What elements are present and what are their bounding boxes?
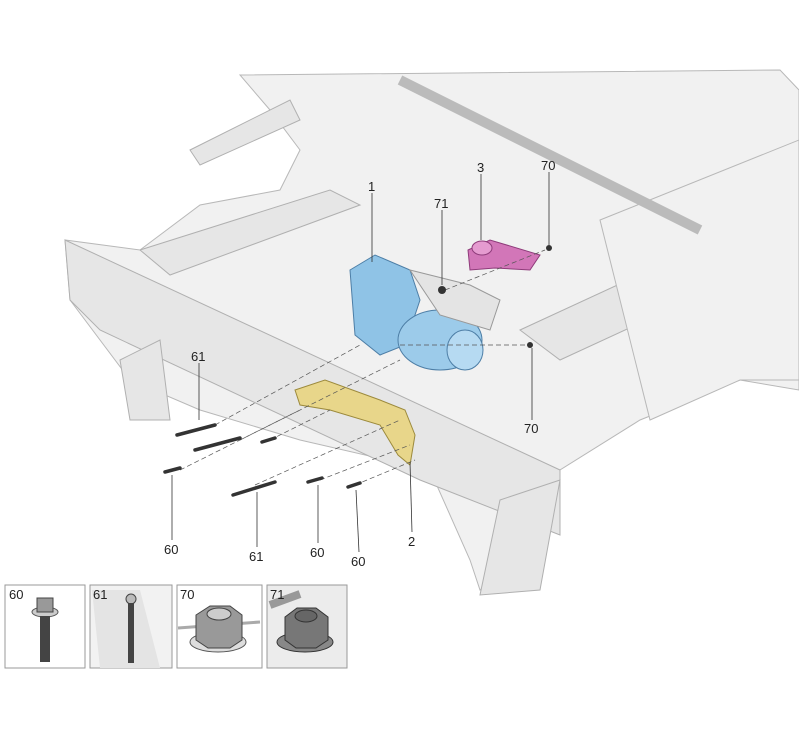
inset-61: 61 <box>89 584 173 669</box>
pink-mount <box>467 239 541 271</box>
bolts <box>163 245 552 497</box>
inset-label: 61 <box>93 587 107 602</box>
callout-61-bottom: 61 <box>249 549 263 564</box>
inset-71: 71 <box>266 584 348 669</box>
inset-70: 70 <box>176 584 263 669</box>
inset-label: 71 <box>270 587 284 602</box>
callout-2: 2 <box>408 534 415 549</box>
inset-60: 60 <box>4 584 86 669</box>
callout-61-left: 61 <box>191 349 205 364</box>
callout-60-mid: 60 <box>310 545 324 560</box>
electric-compressor <box>349 254 501 371</box>
callout-60-left: 60 <box>164 542 178 557</box>
callout-labels: 1 3 70 71 61 70 60 61 60 60 2 <box>164 158 555 569</box>
flange-nut-icon <box>189 605 247 653</box>
callout-70-right: 70 <box>524 421 538 436</box>
inset-label: 60 <box>9 587 23 602</box>
callout-1: 1 <box>368 179 375 194</box>
callout-3: 3 <box>477 160 484 175</box>
callout-leaders <box>171 172 550 553</box>
callout-71: 71 <box>434 196 448 211</box>
flange-bolt-icon <box>31 597 59 662</box>
long-bolt-icon <box>125 593 137 663</box>
callout-70-top: 70 <box>541 158 555 173</box>
flange-nut-installed-icon <box>276 607 334 653</box>
inset-label: 70 <box>180 587 194 602</box>
callout-60-right: 60 <box>351 554 365 569</box>
assembly-lines <box>179 249 546 486</box>
